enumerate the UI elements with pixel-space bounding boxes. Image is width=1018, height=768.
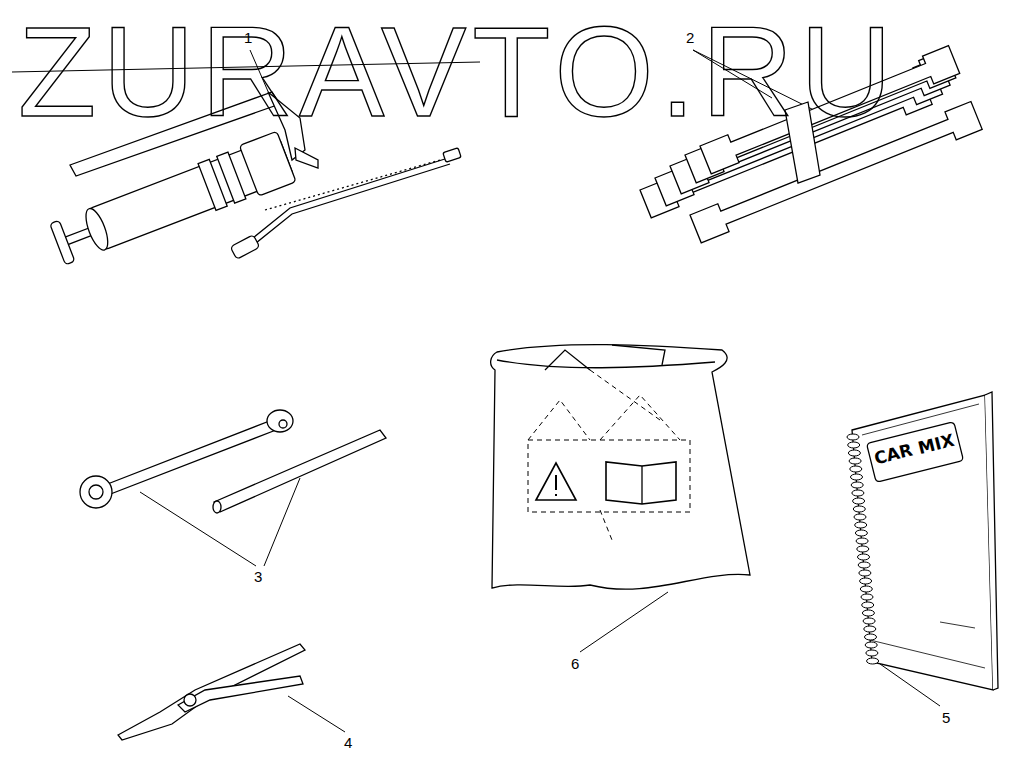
- spiral-binding: [847, 434, 879, 664]
- spiral-ring: [848, 450, 860, 456]
- spiral-ring: [864, 626, 876, 632]
- spiral-ring: [862, 602, 874, 608]
- spiral-ring: [848, 442, 860, 448]
- spiral-ring: [851, 482, 863, 488]
- callout-number: 6: [571, 656, 579, 671]
- manual: [852, 392, 998, 690]
- spiral-ring: [860, 578, 872, 584]
- spiral-ring: [867, 658, 879, 664]
- watermark: ZURAVTO.RU: [18, 8, 898, 136]
- spiral-ring: [858, 554, 870, 560]
- spiral-ring: [850, 466, 862, 472]
- spiral-ring: [857, 546, 869, 552]
- callout-number: 3: [254, 569, 262, 584]
- spiral-ring: [849, 458, 861, 464]
- spiral-ring: [863, 618, 875, 624]
- spiral-ring: [862, 610, 874, 616]
- spiral-ring: [861, 594, 873, 600]
- spiral-ring: [853, 498, 865, 504]
- spiral-ring: [860, 586, 872, 592]
- callout-number: 5: [942, 710, 950, 725]
- documents-bag: [491, 345, 750, 590]
- spiral-ring: [854, 514, 866, 520]
- spiral-ring: [858, 562, 870, 568]
- spiral-ring: [851, 474, 863, 480]
- box-spanner: [80, 410, 386, 513]
- callout-number: 4: [344, 735, 352, 750]
- spiral-ring: [847, 434, 859, 440]
- spiral-ring: [866, 650, 878, 656]
- spiral-ring: [856, 538, 868, 544]
- leader-lines: [12, 50, 940, 732]
- spiral-ring: [855, 530, 867, 536]
- spiral-ring: [859, 570, 871, 576]
- spiral-ring: [865, 642, 877, 648]
- spiral-ring: [853, 506, 865, 512]
- pliers: [118, 644, 305, 740]
- spiral-ring: [855, 522, 867, 528]
- spiral-ring: [852, 490, 864, 496]
- spiral-ring: [865, 634, 877, 640]
